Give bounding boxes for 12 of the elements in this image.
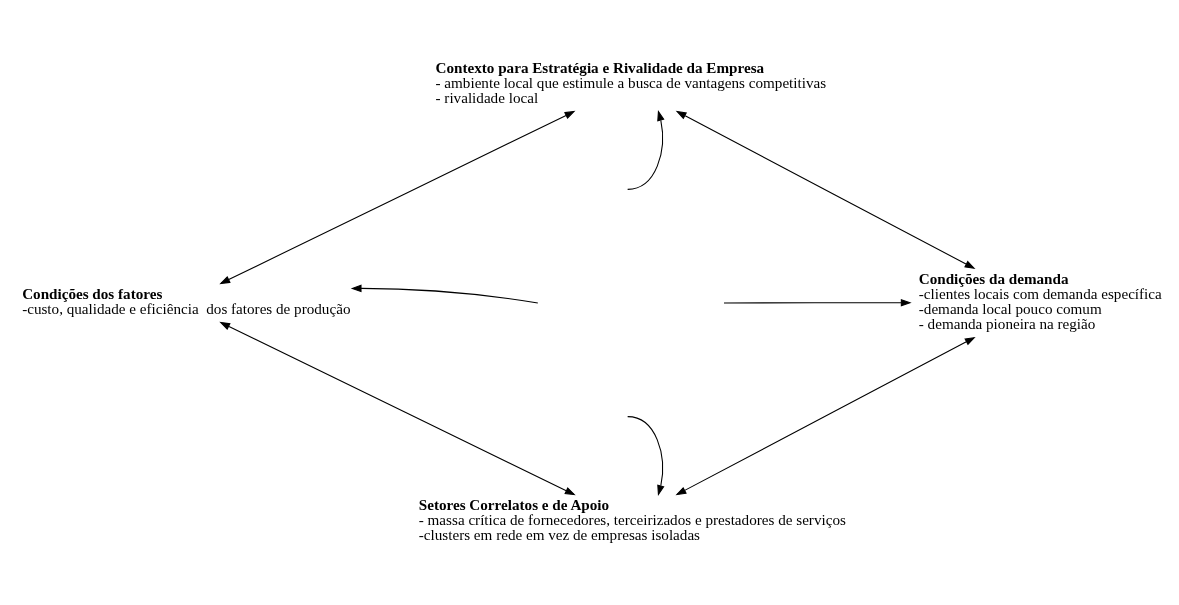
node-text: Condições da demanda -clientes locais com demanda específica -demanda local pouco comum - demanda pioneira na região xyxy=(918,269,1162,332)
arrow xyxy=(350,284,539,304)
arrow xyxy=(219,321,576,495)
arrow xyxy=(627,415,665,496)
arrow xyxy=(627,109,665,190)
node-text: Contexto para Estratégia e Rivalidade da Empresa - ambiente local que estimule a busca de vantagens competitivas - rivalidade local xyxy=(435,58,827,106)
node-text: Condições dos fatores -custo, qualidade e eficiência dos fatores de produção xyxy=(22,284,351,317)
arrow xyxy=(675,336,976,495)
node-text: Setores Correlatos e de Apoio - massa crítica de fornecedores, terceirizados e prestadores de serviços -clusters em rede em vez de empresas isoladas xyxy=(418,495,846,543)
arrow xyxy=(219,110,576,284)
arrow xyxy=(675,110,976,269)
arrow xyxy=(723,298,912,306)
